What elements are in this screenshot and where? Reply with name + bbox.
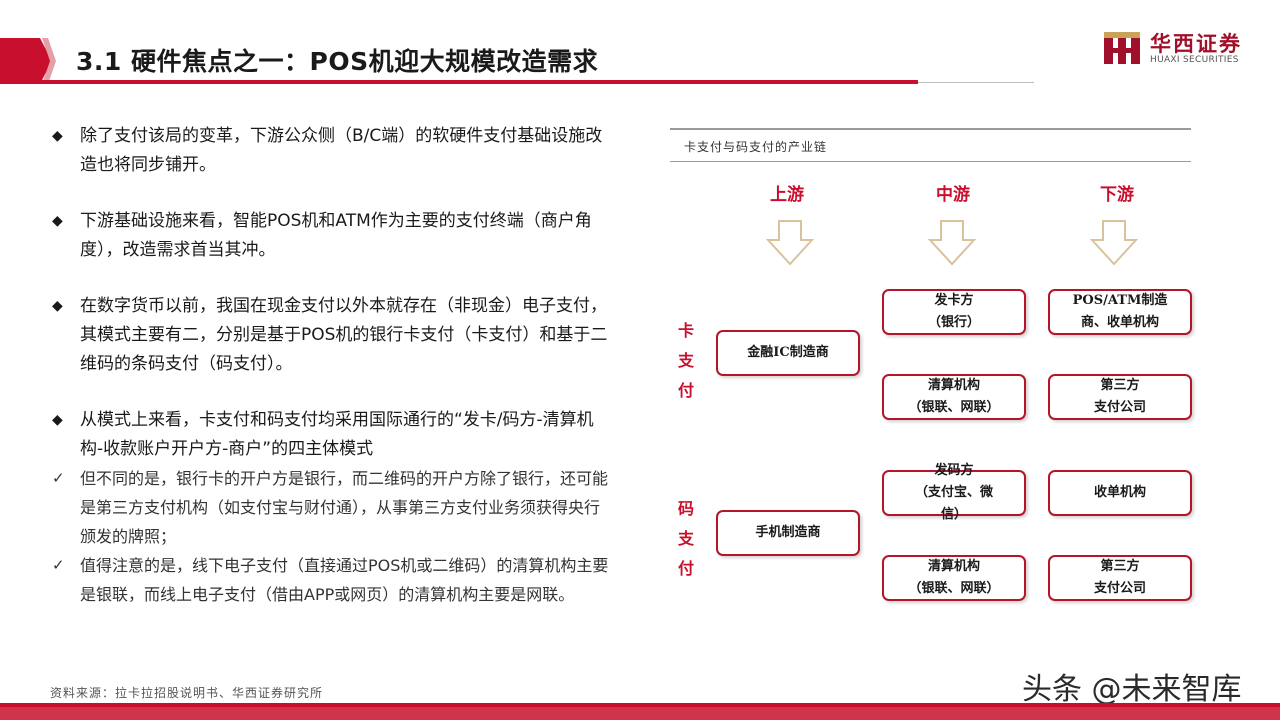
header-divider-gray [918, 82, 1034, 83]
diamond-bullet-icon: ◆ [52, 213, 63, 229]
figure-caption: 卡支付与码支付的产业链 [684, 140, 828, 154]
code-downstream-bottom-box: 第三方 支付公司 [1048, 555, 1192, 601]
diamond-bullet-icon: ◆ [52, 412, 63, 428]
diamond-bullet-icon: ◆ [52, 298, 63, 314]
code-upstream-box: 手机制造商 [716, 510, 860, 556]
code-issuer-box: 发码方 （支付宝、微 信） [882, 463, 1026, 522]
figure-top-rule [670, 128, 1191, 130]
bullet-item: ◆ 从模式上来看，卡支付和码支付均采用国际通行的“发卡/码方-清算机构-收款账户… [52, 406, 612, 464]
header-chevron-icon [0, 38, 56, 84]
source-note: 资料来源：拉卡拉招股说明书、华西证券研究所 [50, 686, 324, 700]
bullet-text: 下游基础设施来看，智能POS机和ATM作为主要的支付终端（商户角度），改造需求首… [80, 211, 592, 260]
bullet-item: ◆ 下游基础设施来看，智能POS机和ATM作为主要的支付终端（商户角度），改造需… [52, 207, 612, 265]
footer-rule [0, 703, 1280, 707]
bullet-item: ◆ 在数字货币以前，我国在现金支付以外本就存在（非现金）电子支付，其模式主要有二… [52, 292, 612, 379]
card-upstream-box: 金融IC制造商 [716, 330, 860, 376]
code-clearing-box: 清算机构 （银联、网联） [882, 555, 1026, 601]
header-divider [0, 80, 918, 84]
down-arrow-icon [1090, 220, 1138, 266]
down-arrow-icon [928, 220, 976, 266]
column-head-midstream: 中游 [936, 185, 970, 205]
diamond-bullet-icon: ◆ [52, 128, 63, 144]
bullet-text: 除了支付该局的变革，下游公众侧（B/C端）的软硬件支付基础设施改造也将同步铺开。 [80, 126, 603, 175]
figure-caption-rule [670, 161, 1191, 162]
down-arrow-icon [766, 220, 814, 266]
content-left: ◆ 除了支付该局的变革，下游公众侧（B/C端）的软硬件支付基础设施改造也将同步铺… [52, 122, 612, 609]
card-clearing-box: 清算机构 （银联、网联） [882, 374, 1026, 420]
huaxi-logo-icon [1104, 32, 1140, 64]
company-logo: 华西证券 HUAXI SECURITIES [1102, 28, 1252, 68]
bullet-item: ◆ 除了支付该局的变革，下游公众侧（B/C端）的软硬件支付基础设施改造也将同步铺… [52, 122, 612, 180]
code-downstream-top-box: 收单机构 [1048, 470, 1192, 516]
check-icon: ✓ [52, 469, 65, 487]
check-text: 但不同的是，银行卡的开户方是银行，而二维码的开户方除了银行，还可能是第三方支付机… [80, 469, 609, 546]
bullet-text: 在数字货币以前，我国在现金支付以外本就存在（非现金）电子支付，其模式主要有二，分… [80, 296, 608, 374]
watermark-text: 头条 @未来智库 [1022, 672, 1242, 707]
page-title: 3.1 硬件焦点之一：POS机迎大规模改造需求 [76, 47, 599, 76]
footer-bar [0, 707, 1280, 720]
check-text: 值得注意的是，线下电子支付（直接通过POS机或二维码）的清算机构主要是银联，而线… [80, 556, 609, 604]
check-item: ✓ 但不同的是，银行卡的开户方是银行，而二维码的开户方除了银行，还可能是第三方支… [52, 464, 612, 551]
card-downstream-top-box: POS/ATM制造 商、收单机构 [1048, 289, 1192, 335]
logo-name-cn: 华西证券 [1150, 32, 1242, 56]
column-head-downstream: 下游 [1100, 185, 1134, 205]
card-issuer-box: 发卡方 （银行） [882, 289, 1026, 335]
bullet-text: 从模式上来看，卡支付和码支付均采用国际通行的“发卡/码方-清算机构-收款账户开户… [80, 410, 594, 459]
card-payment-label: 卡 支 付 [677, 321, 694, 400]
check-item: ✓ 值得注意的是，线下电子支付（直接通过POS机或二维码）的清算机构主要是银联，… [52, 551, 612, 609]
check-icon: ✓ [52, 556, 65, 574]
logo-name-en: HUAXI SECURITIES [1150, 55, 1239, 65]
column-head-upstream: 上游 [770, 185, 804, 205]
card-downstream-bottom-box: 第三方 支付公司 [1048, 374, 1192, 420]
code-payment-label: 码 支 付 [677, 499, 694, 578]
